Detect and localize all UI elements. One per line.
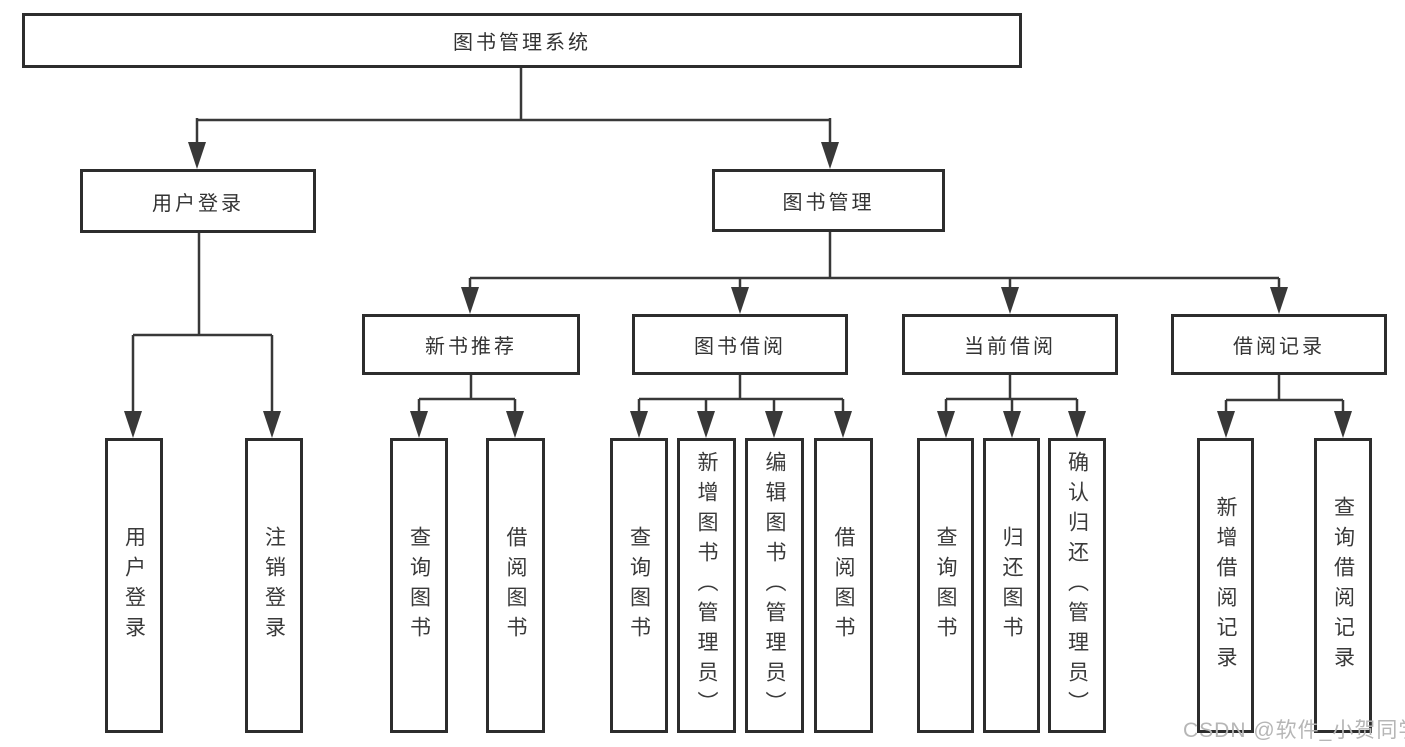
leaf-borrow-books: 借阅图书	[814, 438, 873, 733]
node-current-borrow-label: 当前借阅	[964, 336, 1056, 358]
leaf-borrow-books-recommend: 借阅图书	[486, 438, 545, 733]
leaf-user-login: 用户登录	[105, 438, 163, 733]
node-book-management-label: 图书管理	[782, 192, 875, 214]
node-root: 图书管理系统	[22, 13, 1022, 68]
leaf-add-borrow-record: 新增借阅记录	[1197, 438, 1254, 733]
leaf-edit-book-admin: 编辑图书（管理员）	[745, 438, 804, 733]
leaf-add-book-admin: 新增图书（管理员）	[677, 438, 736, 733]
leaf-query-books-recommend: 查询图书	[390, 438, 448, 733]
leaf-query-books-current: 查询图书	[917, 438, 974, 733]
node-user-login: 用户登录	[80, 169, 316, 233]
node-current-borrow: 当前借阅	[902, 314, 1118, 375]
leaf-logout: 注销登录	[245, 438, 303, 733]
node-new-book-recommend-label: 新书推荐	[425, 336, 517, 358]
leaf-confirm-return-admin: 确认归还（管理员）	[1048, 438, 1106, 733]
arrowheads	[124, 142, 1352, 438]
node-new-book-recommend: 新书推荐	[362, 314, 580, 375]
node-book-borrow-label: 图书借阅	[694, 336, 786, 358]
leaf-query-books-borrow: 查询图书	[610, 438, 668, 733]
csdn-watermark: CSDN @软件_小贺同学	[1183, 719, 1405, 742]
leaf-query-borrow-record: 查询借阅记录	[1314, 438, 1372, 733]
node-borrow-records: 借阅记录	[1171, 314, 1387, 375]
node-book-borrow: 图书借阅	[632, 314, 848, 375]
node-borrow-records-label: 借阅记录	[1233, 336, 1325, 358]
node-book-management: 图书管理	[712, 169, 945, 232]
node-root-label: 图书管理系统	[453, 32, 591, 54]
leaf-return-book: 归还图书	[983, 438, 1040, 733]
node-user-login-label: 用户登录	[152, 192, 244, 215]
